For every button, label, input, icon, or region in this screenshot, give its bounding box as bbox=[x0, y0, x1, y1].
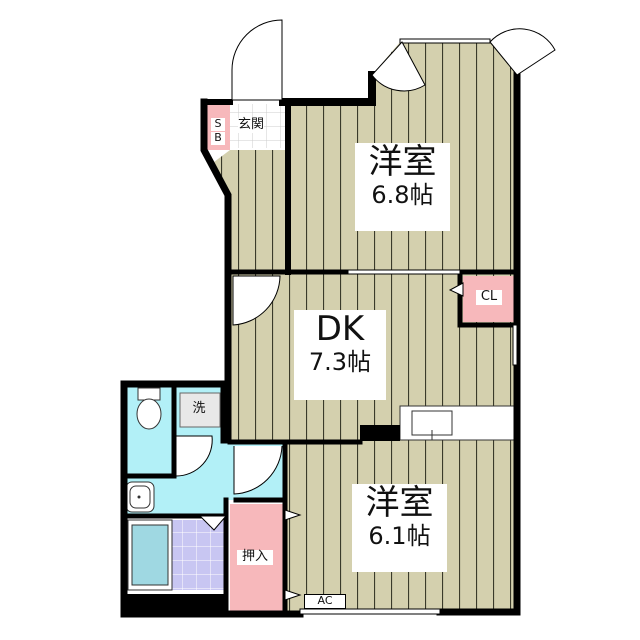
room-label-south: 洋室 6.1帖 bbox=[352, 483, 447, 572]
ac-label: AC bbox=[304, 594, 346, 609]
entrance-label: 玄関 bbox=[238, 117, 265, 133]
room-size: 6.1帖 bbox=[368, 522, 431, 551]
bathtub-water bbox=[131, 524, 169, 586]
shoe-box-label-b: B bbox=[211, 131, 225, 145]
room-name: 洋室 bbox=[368, 142, 437, 182]
shoe-box-label-s: S bbox=[211, 117, 225, 131]
toilet-icon bbox=[136, 387, 162, 430]
bathroom-tiles bbox=[172, 520, 226, 590]
room-name: DK bbox=[315, 309, 365, 349]
wash-basin-icon bbox=[125, 481, 155, 513]
doors bbox=[175, 19, 556, 601]
room-name: 洋室 bbox=[365, 483, 434, 523]
windows bbox=[299, 38, 518, 615]
washer-label: 洗 bbox=[192, 401, 206, 416]
closet-label: CL bbox=[476, 289, 502, 305]
oshiire-label: 押入 bbox=[237, 549, 273, 565]
room-label-north: 洋室 6.8帖 bbox=[355, 142, 450, 231]
refrigerator-space bbox=[360, 425, 400, 441]
walls bbox=[120, 71, 521, 618]
room-size: 7.3帖 bbox=[308, 348, 372, 377]
kitchen-counter bbox=[399, 405, 516, 441]
washer-pan bbox=[179, 392, 221, 428]
hallway-floor bbox=[210, 150, 288, 272]
room-label-dk: DK 7.3帖 bbox=[294, 309, 386, 400]
room-size: 6.8帖 bbox=[371, 181, 434, 210]
